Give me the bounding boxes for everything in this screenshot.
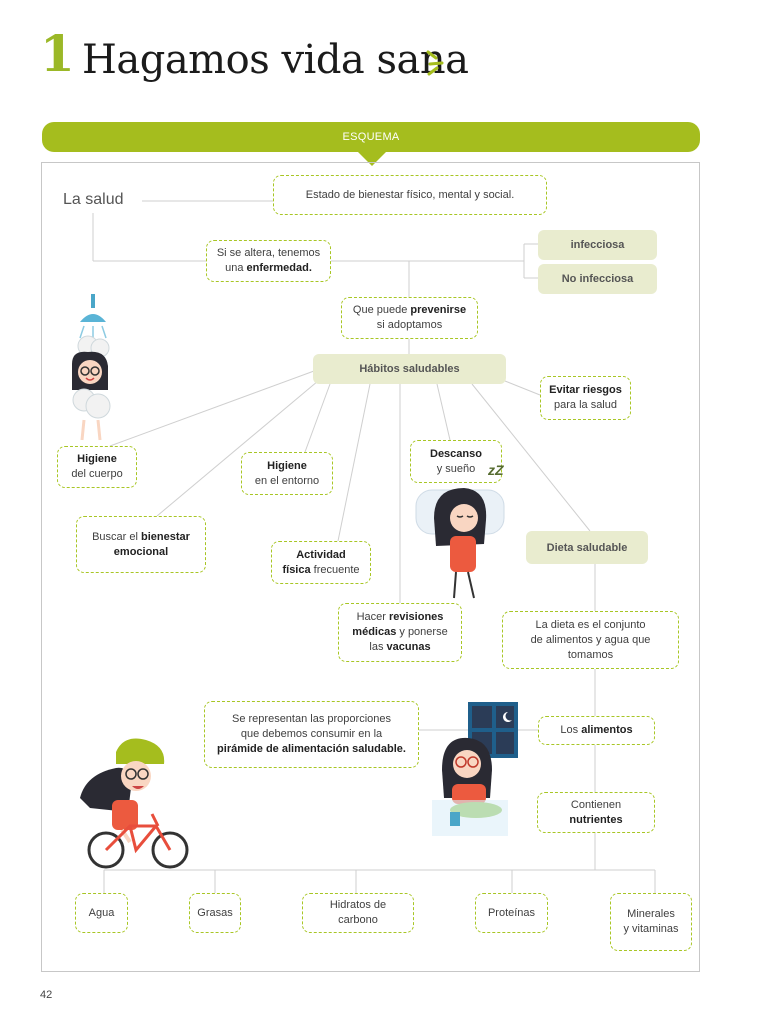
node-dieta-def-line2: de alimentos y agua que bbox=[531, 633, 651, 648]
node-piramide-line1: Se representan las proporciones bbox=[232, 712, 391, 727]
node-bienestar-line1: Buscar el bienestar bbox=[92, 530, 190, 545]
node-bienestar: Buscar el bienestar emocional bbox=[76, 516, 206, 573]
node-nutrientes-bold: nutrientes bbox=[569, 813, 622, 828]
node-hidratos-line2: carbono bbox=[338, 913, 378, 928]
eating-girl-illustration bbox=[432, 700, 520, 836]
node-proteinas-text: Proteínas bbox=[488, 906, 535, 921]
node-higiene-entorno: Higiene en el entorno bbox=[241, 452, 333, 495]
node-riesgos: Evitar riesgos para la salud bbox=[540, 376, 631, 420]
node-enfermedad: Si se altera, tenemos una enfermedad. bbox=[206, 240, 331, 282]
node-enfermedad-line1: Si se altera, tenemos bbox=[217, 246, 320, 261]
node-prevenirse: Que puede prevenirse si adoptamos bbox=[341, 297, 478, 339]
node-revisiones-line2: médicas y ponerse bbox=[352, 625, 447, 640]
node-prevenirse-line2: si adoptamos bbox=[377, 318, 442, 333]
node-nutrientes: Contienen nutrientes bbox=[537, 792, 655, 833]
node-dieta-def-line1: La dieta es el conjunto bbox=[535, 618, 645, 633]
node-agua: Agua bbox=[75, 893, 128, 933]
node-higiene-cuerpo: Higiene del cuerpo bbox=[57, 446, 137, 488]
node-revisiones: Hacer revisiones médicas y ponerse las v… bbox=[338, 603, 462, 662]
node-hidratos-line1: Hidratos de bbox=[330, 898, 386, 913]
node-nutrientes-line1: Contienen bbox=[571, 798, 621, 813]
node-definition-text: Estado de bienestar físico, mental y soc… bbox=[306, 188, 515, 203]
node-infecciosa: infecciosa bbox=[538, 230, 657, 260]
node-enfermedad-line2: una enfermedad. bbox=[225, 261, 312, 276]
node-minerales: Minerales y vitaminas bbox=[610, 893, 692, 951]
node-no-infecciosa: No infecciosa bbox=[538, 264, 657, 294]
node-revisiones-line1: Hacer revisiones bbox=[357, 610, 444, 625]
node-dieta: Dieta saludable bbox=[526, 531, 648, 564]
node-higiene-entorno-line2: en el entorno bbox=[255, 474, 319, 489]
node-grasas-text: Grasas bbox=[197, 906, 232, 921]
cycling-girl-illustration bbox=[76, 734, 190, 870]
node-revisiones-line3: las vacunas bbox=[369, 640, 430, 655]
node-riesgos-line2: para la salud bbox=[554, 398, 617, 413]
zzz-icon: zZ bbox=[488, 462, 504, 478]
root-la-salud: La salud bbox=[63, 191, 124, 209]
node-minerales-line2: y vitaminas bbox=[623, 922, 678, 937]
sleeping-girl-illustration bbox=[414, 466, 514, 606]
node-actividad-line2: física frecuente bbox=[282, 563, 359, 578]
node-piramide: Se representan las proporciones que debe… bbox=[204, 701, 419, 768]
node-alimentos: Los alimentos bbox=[538, 716, 655, 745]
node-grasas: Grasas bbox=[189, 893, 241, 933]
node-actividad-bold: Actividad bbox=[296, 548, 346, 563]
node-proteinas: Proteínas bbox=[475, 893, 548, 933]
node-piramide-line2: que debemos consumir en la bbox=[241, 727, 382, 742]
node-hidratos: Hidratos de carbono bbox=[302, 893, 414, 933]
node-prevenirse-line1: Que puede prevenirse bbox=[353, 303, 466, 318]
node-actividad: Actividad física frecuente bbox=[271, 541, 371, 584]
node-minerales-line1: Minerales bbox=[627, 907, 675, 922]
node-higiene-cuerpo-line2: del cuerpo bbox=[71, 467, 122, 482]
node-habitos: Hábitos saludables bbox=[313, 354, 506, 384]
node-dieta-definicion: La dieta es el conjunto de alimentos y a… bbox=[502, 611, 679, 669]
node-piramide-bold: pirámide de alimentación saludable. bbox=[217, 742, 406, 757]
node-definition: Estado de bienestar físico, mental y soc… bbox=[273, 175, 547, 215]
node-descanso-bold: Descanso bbox=[430, 447, 482, 462]
shower-girl-illustration bbox=[58, 294, 128, 444]
node-dieta-def-line3: tomamos bbox=[568, 648, 613, 663]
node-riesgos-bold: Evitar riesgos bbox=[549, 383, 622, 398]
node-higiene-entorno-bold: Higiene bbox=[267, 459, 307, 474]
node-alimentos-text: Los alimentos bbox=[560, 723, 632, 738]
node-higiene-cuerpo-bold: Higiene bbox=[77, 452, 117, 467]
node-agua-text: Agua bbox=[89, 906, 115, 921]
page-number: 42 bbox=[40, 989, 52, 1001]
node-bienestar-line2: emocional bbox=[114, 545, 168, 560]
